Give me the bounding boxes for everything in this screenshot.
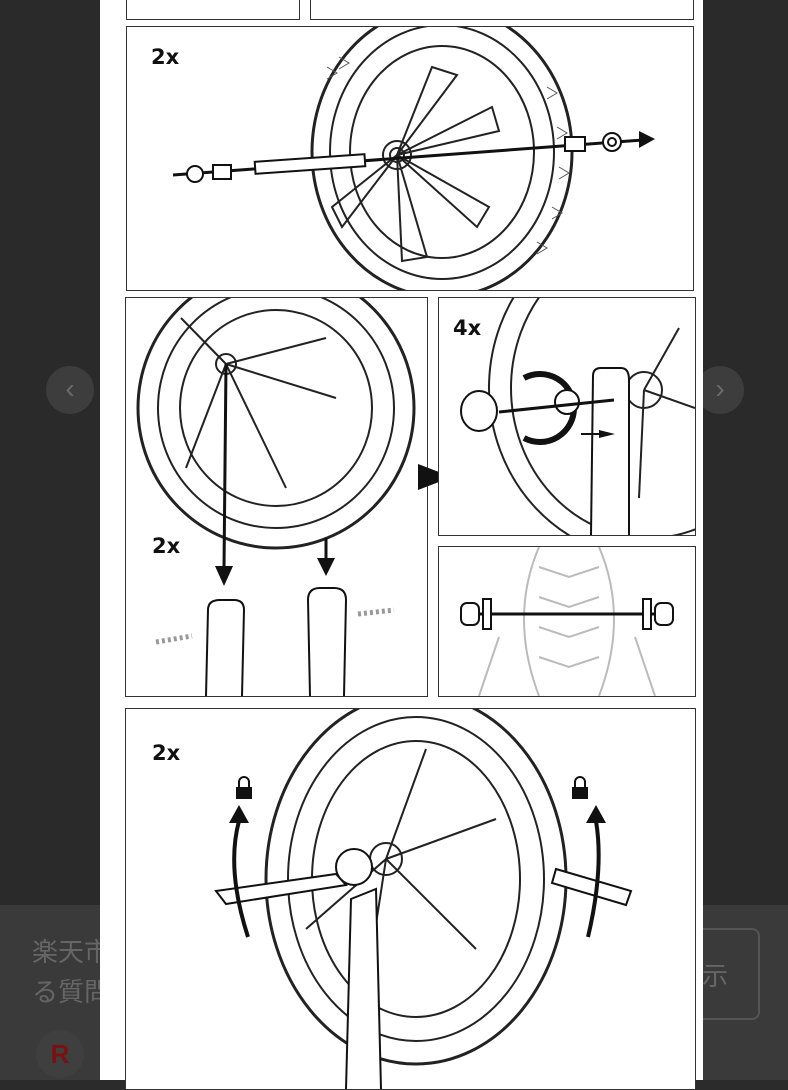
rakuten-logo: R <box>36 1030 84 1078</box>
underlying-button-label: 示 <box>702 962 729 992</box>
step-count-label: 2x <box>152 534 181 558</box>
wrench-tightening-illustration <box>214 709 633 1089</box>
previous-step-panel-right <box>310 0 694 20</box>
tighten-nut-panel: 2x <box>125 708 696 1090</box>
step-count-label: 2x <box>152 741 181 765</box>
wheel-into-fork-illustration <box>136 298 416 696</box>
wheel-axle-illustration <box>172 27 655 290</box>
step-count-label: 2x <box>151 45 180 69</box>
axle-nut-panel: 4x <box>438 297 696 536</box>
chevron-right-icon: › <box>715 373 725 404</box>
axle-assembly-panel: 2x <box>126 26 694 291</box>
previous-step-panel-left <box>126 0 300 20</box>
underlying-text-line2: る質問 <box>32 978 111 1008</box>
nut-tightening-illustration <box>460 298 695 535</box>
front-view-panel <box>438 546 696 697</box>
underlying-text-line1: 楽天市 <box>32 938 111 968</box>
lock-icon <box>236 776 588 799</box>
chevron-left-icon: ‹ <box>65 373 75 404</box>
next-step-arrow-icon <box>418 464 452 490</box>
step-count-label: 4x <box>453 316 482 340</box>
manual-image-viewer: 2x <box>100 0 703 1090</box>
wheel-front-view-illustration <box>460 547 674 696</box>
fork-insert-panel: 2x <box>125 297 428 697</box>
prev-image-button[interactable]: ‹ <box>46 366 94 414</box>
next-image-button[interactable]: › <box>696 366 744 414</box>
